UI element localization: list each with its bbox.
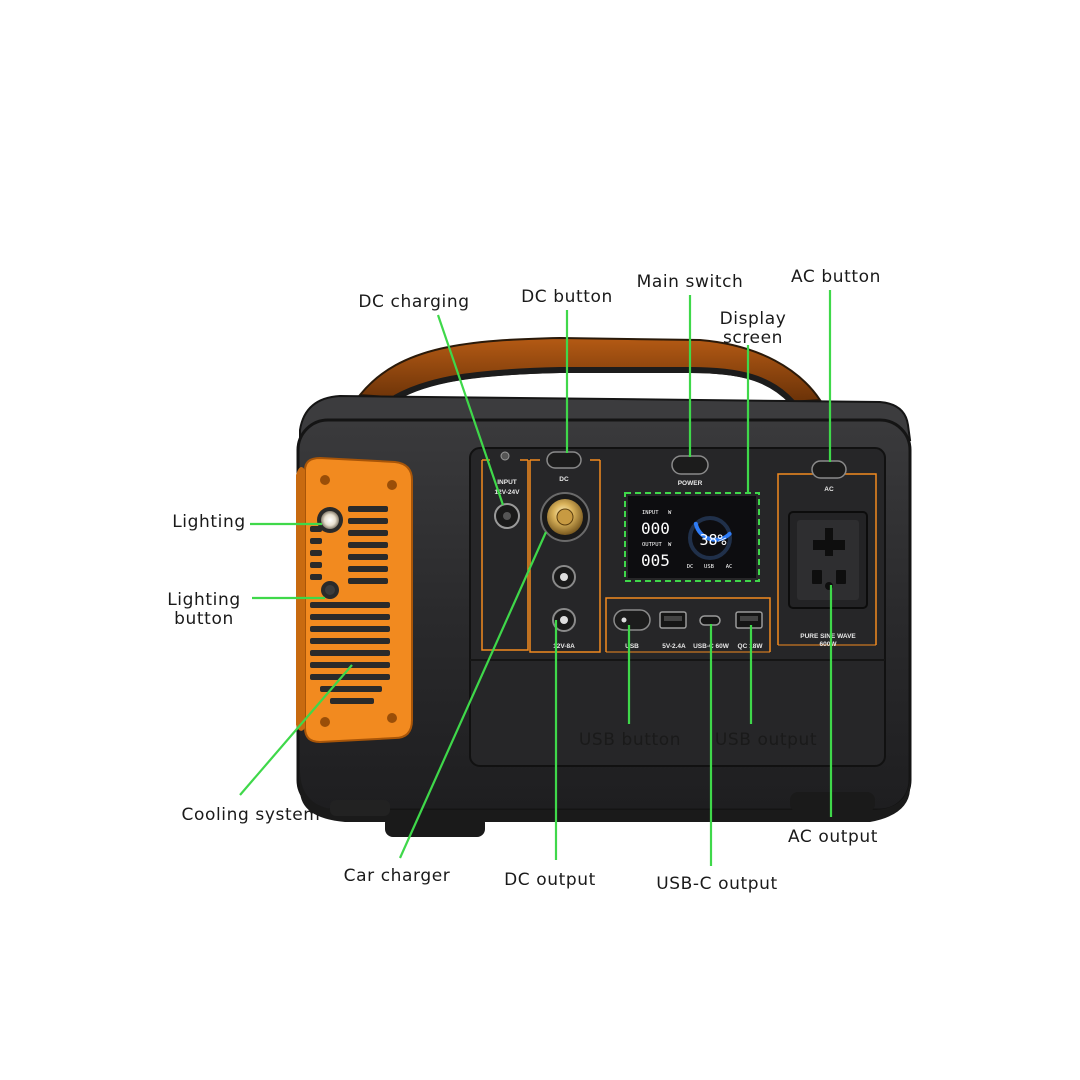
foot-right xyxy=(790,792,875,812)
dc-output-port-1[interactable] xyxy=(552,565,576,589)
lcd-output-value: 005 xyxy=(641,551,670,570)
callout-dc-charging: DC charging xyxy=(358,292,469,312)
power-label: POWER xyxy=(678,480,703,487)
dc-section-frame xyxy=(529,460,601,653)
usb-button[interactable] xyxy=(613,609,651,631)
leader-cooling xyxy=(239,664,353,796)
usb-c-port[interactable] xyxy=(699,615,721,626)
callout-dc-output: DC output xyxy=(504,870,596,890)
side-light xyxy=(317,507,343,533)
foot-left xyxy=(385,815,485,837)
callout-lighting-button-line2: button xyxy=(174,609,234,629)
ac-spec-label-line2: 600W xyxy=(820,641,838,648)
callout-lines xyxy=(239,290,833,866)
callout-ac-output: AC output xyxy=(788,827,878,847)
callout-dc-button: DC button xyxy=(521,287,613,307)
side-light-button xyxy=(321,581,339,599)
callout-car-charger: Car charger xyxy=(344,866,451,886)
lcd-battery-arc xyxy=(693,521,732,542)
ac-button[interactable] xyxy=(811,460,847,479)
ac-socket[interactable] xyxy=(788,511,868,609)
callout-labels: DC charging DC button Main switch Displa… xyxy=(167,267,881,894)
dc-button[interactable] xyxy=(546,451,582,469)
usb-section-frame xyxy=(605,597,771,652)
callout-usb-c-output: USB-C output xyxy=(656,874,778,894)
lcd-indicator-ac: AC xyxy=(726,564,733,570)
leader-dc-charging xyxy=(436,314,505,506)
input-spec-label: 12V-24V xyxy=(495,489,521,496)
usb-qc-port[interactable] xyxy=(735,611,763,629)
car-charger-socket[interactable] xyxy=(540,492,590,542)
callout-ac-button: AC button xyxy=(791,267,881,287)
callout-lighting: Lighting xyxy=(172,512,246,532)
lcd-battery-percent: 38% xyxy=(699,531,726,549)
dc-label: DC xyxy=(559,476,569,483)
usb-a-spec-label: 5V-2.4A xyxy=(662,643,686,650)
lcd-output-label: OUTPUT xyxy=(642,542,663,548)
leader-car-charger xyxy=(398,531,548,859)
power-station: INPUT 12V-24V DC 12V-8A POWER xyxy=(296,336,912,837)
lcd-indicator-dc: DC xyxy=(687,564,694,570)
lcd-input-value: 000 xyxy=(641,519,670,538)
dc-spec-label: 12V-8A xyxy=(553,643,575,650)
callout-lighting-button-line1: Lighting xyxy=(167,590,241,610)
dc-charging-port[interactable] xyxy=(494,503,520,529)
dc-output-port-2[interactable] xyxy=(552,608,576,632)
lcd-display: INPUT W 000 OUTPUT W 005 38% DC USB AC xyxy=(624,492,760,582)
lcd-input-label: INPUT xyxy=(642,510,659,516)
input-label: INPUT xyxy=(497,479,517,486)
power-button[interactable] xyxy=(671,455,709,475)
callout-main-switch: Main switch xyxy=(637,272,744,292)
input-section-frame xyxy=(481,460,529,651)
callout-cooling-system: Cooling system xyxy=(182,805,321,825)
usb-label: USB xyxy=(625,643,639,650)
callout-usb-button: USB button xyxy=(579,730,681,750)
cooling-vents xyxy=(310,506,390,704)
callout-display-line1: Display xyxy=(720,309,787,329)
ac-label: AC xyxy=(824,486,834,493)
lcd-output-unit: W xyxy=(668,542,672,548)
lcd-indicator-usb: USB xyxy=(704,564,715,570)
usb-a-port[interactable] xyxy=(659,611,687,629)
lcd-input-unit: W xyxy=(668,510,672,516)
ac-spec-label-line1: PURE SINE WAVE xyxy=(800,633,856,640)
callout-usb-output: USB output xyxy=(715,730,817,750)
callout-display-line2: screen xyxy=(723,328,783,348)
